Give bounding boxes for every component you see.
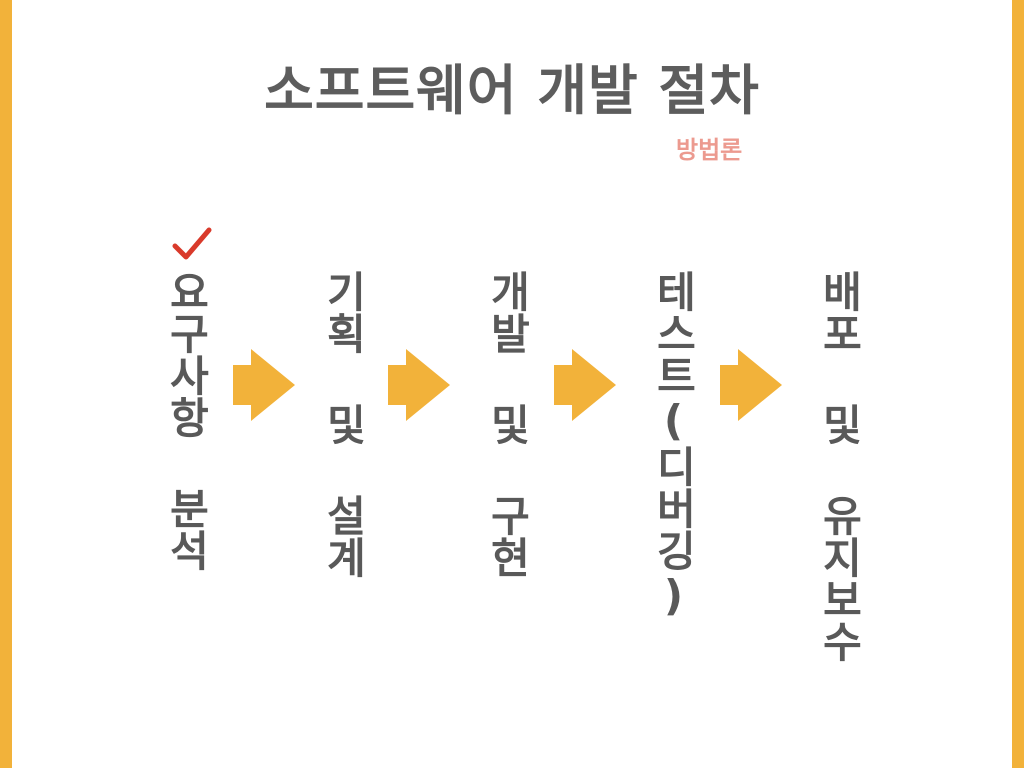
right-accent-bar — [1012, 0, 1024, 768]
arrow-right-icon — [720, 349, 782, 421]
step-planning-design: 기획 및 설계 — [319, 270, 368, 578]
step-development-implementation: 개발 및 구현 — [483, 270, 532, 578]
check-icon — [172, 227, 212, 260]
left-accent-bar — [0, 0, 12, 768]
step-testing-debugging: 테스트(디버깅) — [649, 270, 698, 620]
subtitle: 방법론 — [676, 136, 743, 164]
arrow-right-icon — [388, 349, 450, 421]
step-deployment-maintenance: 배포 및 유지보수 — [815, 270, 864, 662]
arrow-right-icon — [233, 349, 295, 421]
page-title: 소프트웨어 개발 절차 — [264, 59, 760, 122]
arrow-right-icon — [554, 349, 616, 421]
step-requirements-analysis: 요구사항 분석 — [162, 270, 211, 571]
